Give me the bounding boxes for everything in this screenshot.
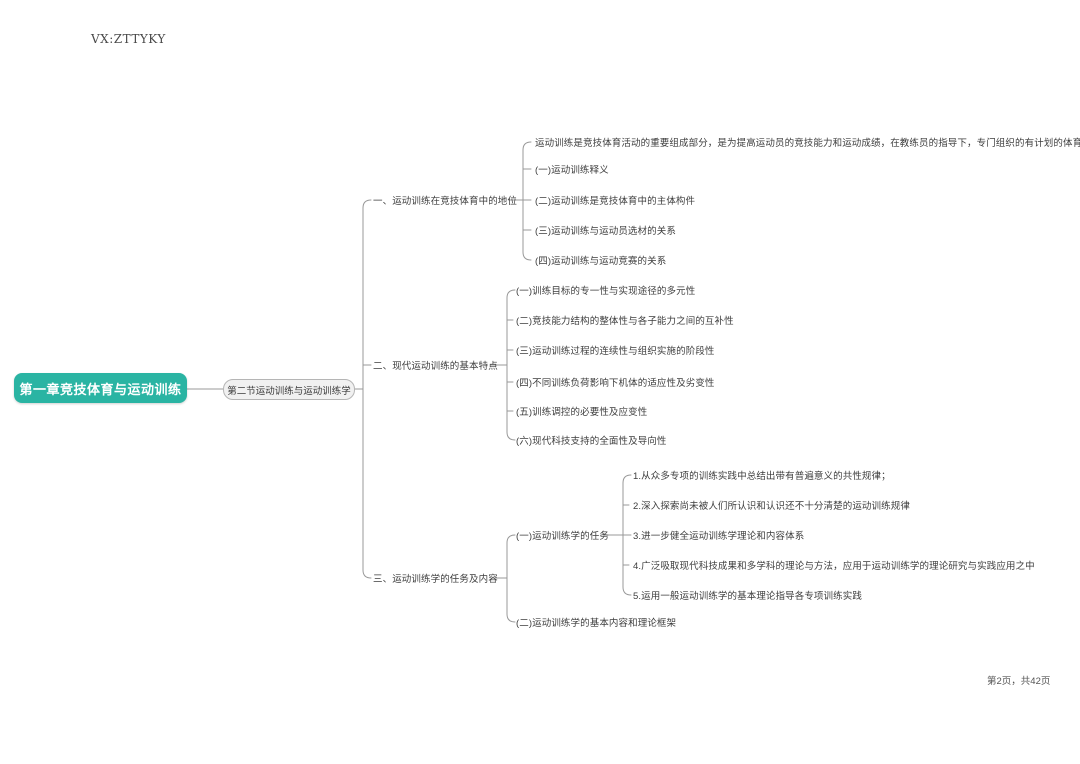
- root-topic[interactable]: 第一章竞技体育与运动训练: [14, 373, 187, 403]
- watermark-text: VX:ZTTYKY: [91, 32, 166, 46]
- branch-1-topic[interactable]: 一、运动训练在竞技体育中的地位: [373, 196, 518, 207]
- branch-2-child-1[interactable]: (一)训练目标的专一性与实现途径的多元性: [516, 286, 696, 297]
- branch-2-child-3[interactable]: (三)运动训练过程的连续性与组织实施的阶段性: [516, 346, 715, 357]
- page-indicator: 第2页，共42页: [987, 676, 1051, 687]
- branch-1-child-1[interactable]: (一)运动训练释义: [535, 165, 609, 176]
- branch-1-definition[interactable]: 运动训练是竞技体育活动的重要组成部分，是为提高运动员的竞技能力和运动成绩，在教练…: [535, 138, 1080, 149]
- branch-3-topic[interactable]: 三、运动训练学的任务及内容: [373, 574, 498, 585]
- branch-2-child-2[interactable]: (二)竞技能力结构的整体性与各子能力之间的互补性: [516, 316, 734, 327]
- branch-1-child-4[interactable]: (四)运动训练与运动竞赛的关系: [535, 256, 667, 267]
- task-4[interactable]: 4.广泛吸取现代科技成果和多学科的理论与方法，应用于运动训练学的理论研究与实践应…: [633, 561, 1035, 572]
- branch-1-child-2[interactable]: (二)运动训练是竞技体育中的主体构件: [535, 196, 696, 207]
- task-3[interactable]: 3.进一步健全运动训练学理论和内容体系: [633, 531, 805, 542]
- branch-2-child-5[interactable]: (五)训练调控的必要性及应变性: [516, 407, 648, 418]
- branch-3-child-2[interactable]: (二)运动训练学的基本内容和理论框架: [516, 618, 677, 629]
- branch-2-topic[interactable]: 二、现代运动训练的基本特点: [373, 361, 498, 372]
- branch-2-child-4[interactable]: (四)不同训练负荷影响下机体的适应性及劣变性: [516, 378, 715, 389]
- task-2[interactable]: 2.深入探索尚未被人们所认识和认识还不十分清楚的运动训练规律: [633, 501, 910, 512]
- branch-2-child-6[interactable]: (六)现代科技支持的全面性及导向性: [516, 436, 667, 447]
- branch-3-child-1[interactable]: (一)运动训练学的任务: [516, 531, 609, 542]
- task-5[interactable]: 5.运用一般运动训练学的基本理论指导各专项训练实践: [633, 591, 862, 602]
- section-topic[interactable]: 第二节运动训练与运动训练学: [223, 379, 355, 400]
- branch-1-child-3[interactable]: (三)运动训练与运动员选材的关系: [535, 226, 676, 237]
- task-1[interactable]: 1.从众多专项的训练实践中总结出带有普遍意义的共性规律；: [633, 471, 891, 482]
